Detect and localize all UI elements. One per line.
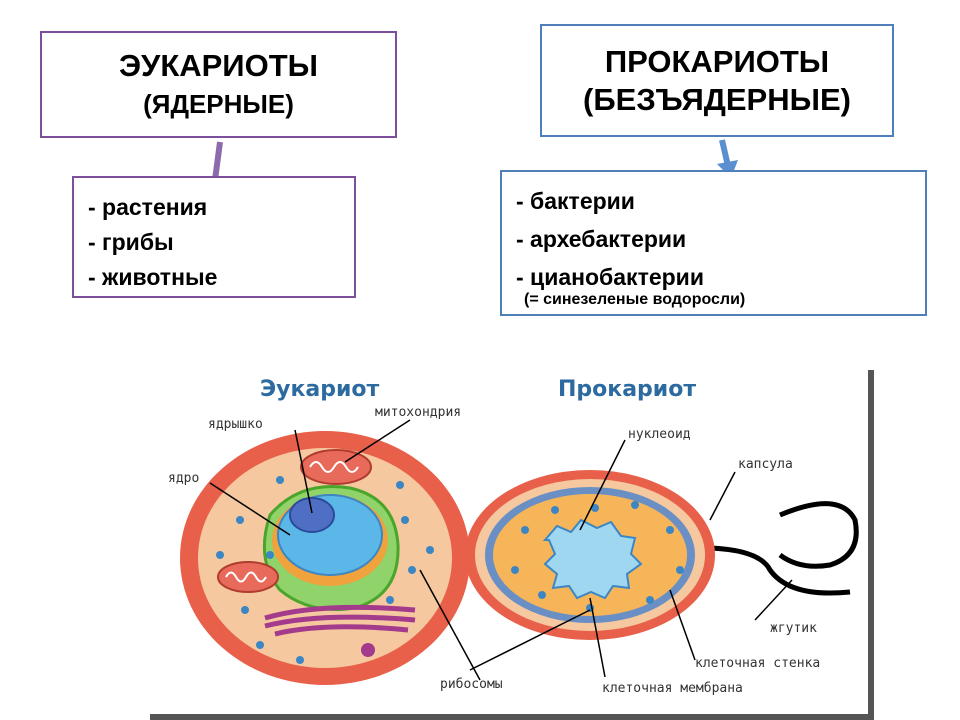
list-item: - цианобактерии [516, 264, 704, 290]
label-nucleus: ядро [168, 471, 199, 486]
list-item: - грибы [88, 229, 174, 255]
eukaryotes-title-box: ЭУКАРИОТЫ (ЯДЕРНЫЕ) [40, 31, 397, 138]
label-flagellum: жгутик [770, 621, 817, 636]
eukaryotes-subtitle: (ЯДЕРНЫЕ) [143, 88, 294, 119]
label-cell-wall: клеточная стенка [695, 656, 820, 671]
eukaryotes-list-box: - растения - грибы - животные [72, 176, 356, 298]
prokaryotes-subtitle: (БЕЗЪЯДЕРНЫЕ) [583, 81, 851, 117]
prokaryote-cell-icon [465, 470, 859, 640]
prokaryotes-title: ПРОКАРИОТЫ [604, 43, 830, 79]
eukaryote-heading: Эукариот [260, 377, 380, 402]
eukaryote-cell-icon [180, 431, 470, 685]
prokaryotes-list-box: - бактерии - архебактерии - цианобактери… [500, 170, 927, 316]
frame-shadow-right [868, 370, 874, 720]
flagellum-shape [778, 501, 859, 569]
label-nucleolus: ядрышко [208, 417, 263, 432]
eukaryotes-title: ЭУКАРИОТЫ [118, 47, 318, 83]
cyanobacteria-note: (= синезеленые водоросли) [524, 291, 746, 308]
frame-shadow-bottom [150, 714, 874, 720]
list-item: - животные [88, 264, 218, 290]
list-item: - архебактерии [516, 226, 687, 252]
label-cell-membrane: клеточная мембрана [602, 681, 743, 696]
prokaryotes-title-box: ПРОКАРИОТЫ (БЕЗЪЯДЕРНЫЕ) [540, 24, 894, 137]
list-item: - растения [88, 194, 208, 220]
label-ribosomes: рибосомы [440, 677, 503, 692]
label-nucleoid: нуклеоид [628, 427, 691, 442]
label-capsule: капсула [738, 457, 793, 472]
leader-lines [209, 419, 793, 681]
prokaryote-heading: Прокариот [558, 377, 696, 402]
list-item: - бактерии [516, 188, 635, 214]
label-mitochondria: митохондрия [375, 405, 461, 420]
cell-comparison-diagram: Эукариот Прокариот [150, 370, 874, 720]
